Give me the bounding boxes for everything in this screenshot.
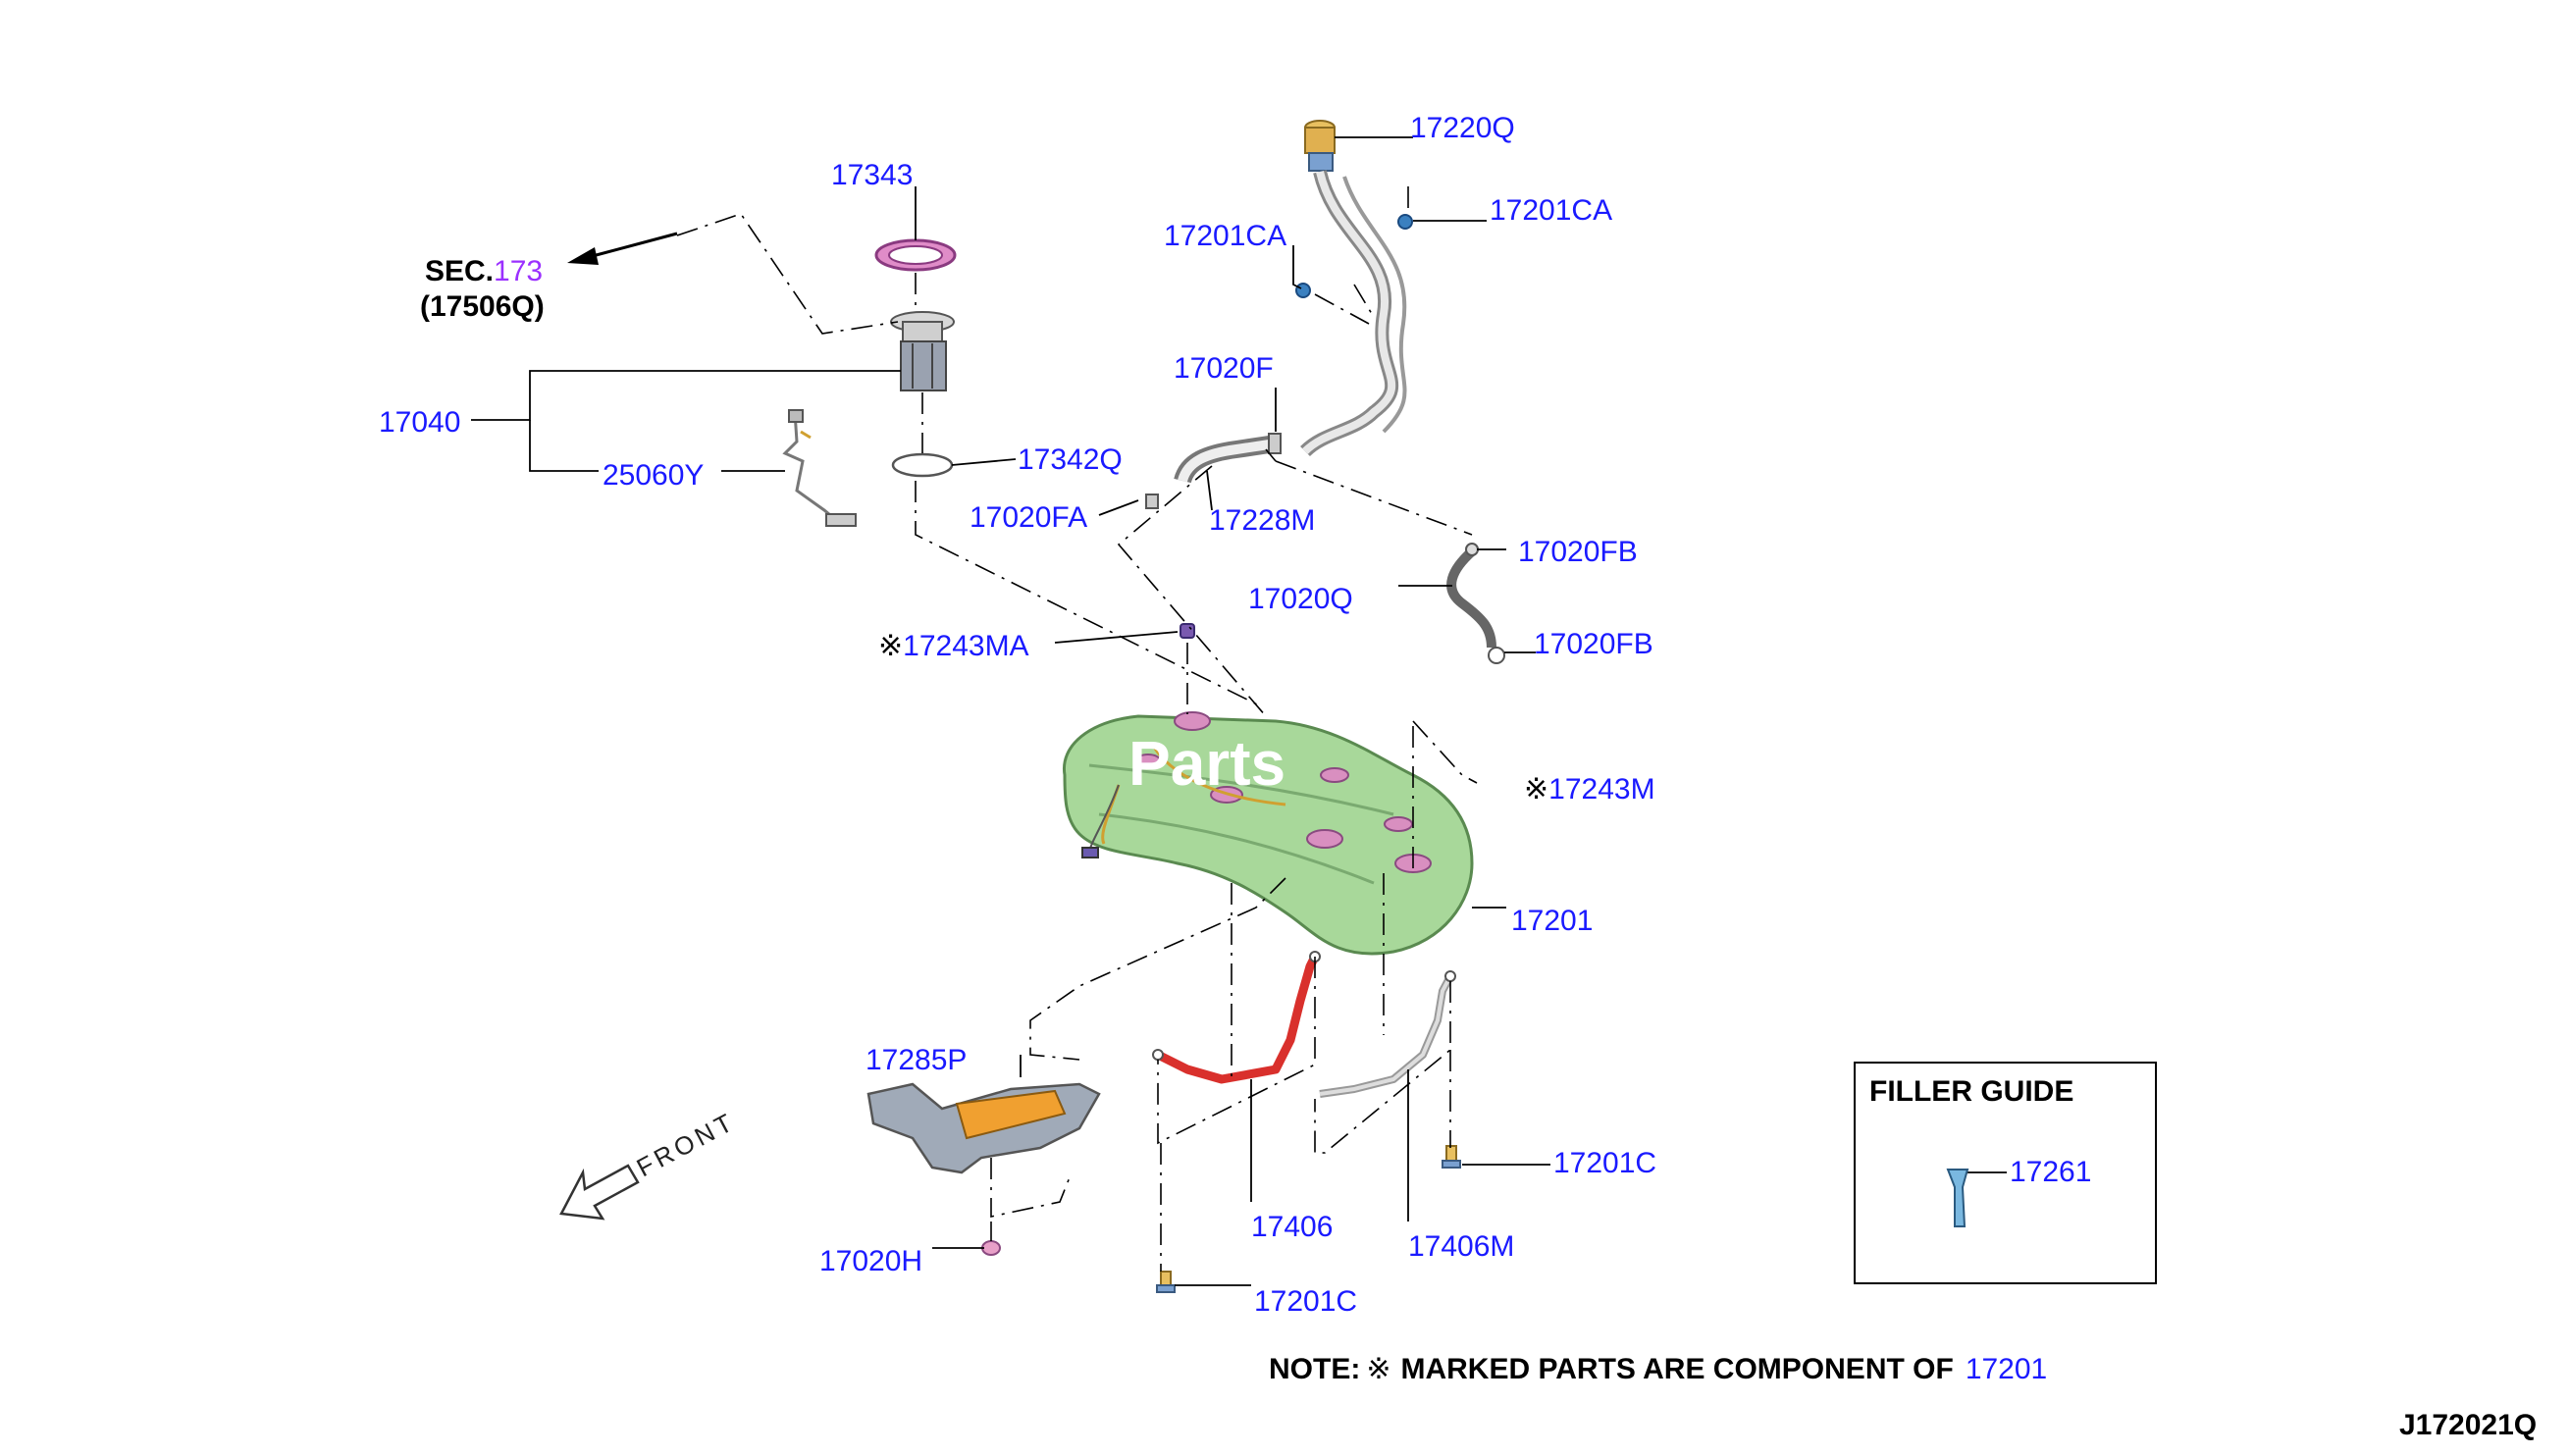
- mark-symbol: ※: [878, 630, 903, 662]
- note-part-link[interactable]: 17201: [1966, 1353, 2047, 1385]
- part-17201c-bolt-right[interactable]: [1442, 1145, 1461, 1169]
- label-17020fb-top[interactable]: 17020FB: [1518, 536, 1638, 568]
- sec-reference-arrow: [567, 232, 678, 265]
- part-17020fa-clamp[interactable]: [1145, 494, 1159, 509]
- diagram-id: J172021Q: [2399, 1409, 2537, 1441]
- label-17285p[interactable]: 17285P: [865, 1044, 967, 1076]
- assembly-lines: [676, 186, 1478, 1272]
- part-17261-filler-guide[interactable]: [1946, 1169, 1969, 1227]
- part-17040-fuel-pump[interactable]: [890, 311, 955, 391]
- label-17406m[interactable]: 17406M: [1408, 1230, 1514, 1263]
- label-17261[interactable]: 17261: [2010, 1156, 2091, 1188]
- front-label: FRONT: [632, 1106, 741, 1182]
- label-17201c-bottom[interactable]: 17201C: [1254, 1285, 1357, 1318]
- note-text: MARKED PARTS ARE COMPONENT OF: [1400, 1353, 1953, 1385]
- label-17020f[interactable]: 17020F: [1174, 352, 1274, 385]
- part-17343-gasket[interactable]: [874, 238, 957, 272]
- label-sec-subpart: (17506Q): [420, 290, 545, 323]
- leader-lines: [471, 136, 2007, 1286]
- front-direction-arrow: [559, 1164, 640, 1221]
- part-17220q-filler-cap[interactable]: [1304, 120, 1336, 172]
- label-17243ma[interactable]: ※17243MA: [878, 630, 1029, 662]
- label-17243m[interactable]: ※17243M: [1524, 773, 1655, 806]
- part-17020h-grommet[interactable]: [981, 1240, 1001, 1256]
- label-17406[interactable]: 17406: [1251, 1211, 1333, 1243]
- part-17020f-clamp[interactable]: [1268, 433, 1282, 454]
- part-17020q-hose[interactable]: [1446, 547, 1496, 649]
- label-17201ca-right[interactable]: 17201CA: [1490, 194, 1612, 227]
- filler-tube: [1300, 170, 1407, 457]
- label-17220q[interactable]: 17220Q: [1410, 112, 1515, 144]
- sec-prefix: SEC.: [425, 255, 494, 287]
- filler-guide-box: [1854, 1062, 2157, 1284]
- part-25060y-sender[interactable]: [782, 409, 857, 527]
- sec-number[interactable]: 173: [494, 255, 543, 287]
- label-17020fb-bottom[interactable]: 17020FB: [1534, 628, 1653, 660]
- label-17201c-right[interactable]: 17201C: [1553, 1147, 1656, 1179]
- part-17201-fuel-tank[interactable]: [1062, 711, 1474, 956]
- label-17342q[interactable]: 17342Q: [1018, 443, 1123, 476]
- part-17342q-oring[interactable]: [891, 452, 954, 478]
- label-17020q[interactable]: 17020Q: [1248, 583, 1353, 615]
- part-17228m-hose[interactable]: [1174, 435, 1278, 484]
- label-25060y[interactable]: 25060Y: [603, 459, 704, 492]
- mark-symbol: ※: [1524, 773, 1548, 806]
- part-17020fb-clamp-top[interactable]: [1465, 543, 1479, 556]
- label-17201[interactable]: 17201: [1511, 905, 1593, 937]
- note-prefix: NOTE:: [1269, 1353, 1360, 1385]
- part-17201ca-clip-left[interactable]: [1295, 283, 1311, 298]
- label-sec-reference[interactable]: SEC.173: [425, 255, 543, 287]
- label-17228m[interactable]: 17228M: [1209, 504, 1315, 537]
- note-mark: ※: [1366, 1353, 1390, 1385]
- part-17406m-strap[interactable]: [1319, 970, 1456, 1098]
- part-17201c-bolt-bottom[interactable]: [1156, 1271, 1176, 1293]
- label-17020fa[interactable]: 17020FA: [970, 501, 1087, 534]
- label-17343[interactable]: 17343: [831, 159, 913, 191]
- part-17020fb-clamp-bottom[interactable]: [1488, 647, 1505, 664]
- filler-guide-title: FILLER GUIDE: [1869, 1075, 2073, 1108]
- label-17020h[interactable]: 17020H: [819, 1245, 922, 1277]
- note-line: NOTE:※ MARKED PARTS ARE COMPONENT OF 17201: [1269, 1353, 2047, 1385]
- part-17285p-heat-shield[interactable]: [866, 1082, 1101, 1174]
- label-17201ca-left[interactable]: 17201CA: [1164, 220, 1286, 252]
- part-17201ca-clip-right[interactable]: [1397, 214, 1413, 230]
- part-17406-strap[interactable]: [1152, 951, 1321, 1084]
- label-17040[interactable]: 17040: [379, 406, 460, 439]
- watermark-text: Parts: [1128, 728, 1285, 799]
- part-17243ma-valve[interactable]: [1180, 623, 1195, 639]
